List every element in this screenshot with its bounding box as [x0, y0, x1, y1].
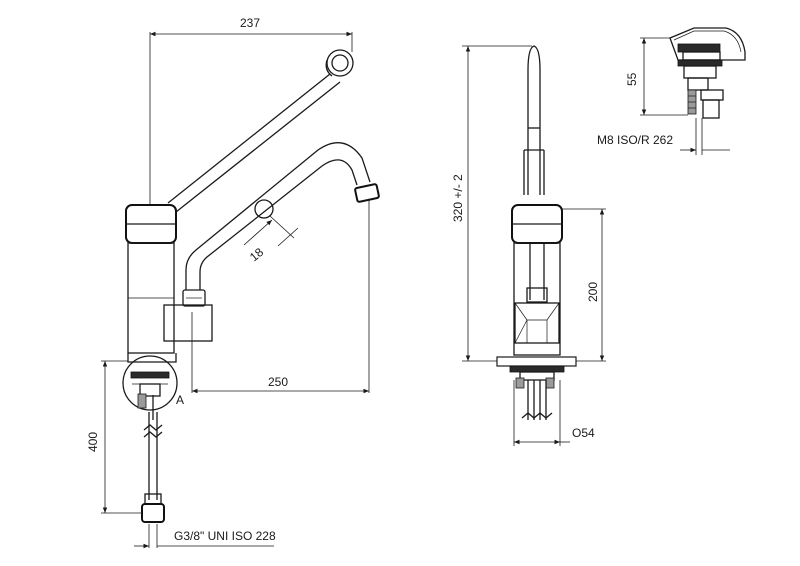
detail-circle: [122, 355, 178, 420]
front-view: 320 +/- 2 200 O54: [451, 45, 606, 446]
fixing-assembly: [669, 27, 746, 119]
dimension-hose-thread: G3/8" UNI ISO 228: [134, 524, 276, 549]
dimension-label: 55: [625, 72, 639, 86]
spout: [182, 142, 380, 307]
side-view: A 237 18 250: [86, 16, 380, 549]
dimension-label: 250: [268, 375, 288, 389]
dimension-lever-reach: 237: [149, 16, 353, 205]
dimension-label: 237: [240, 16, 260, 30]
dimension-hose-length: 400: [86, 360, 142, 514]
dimension-label: 320 +/- 2: [451, 174, 465, 222]
tap-body: [125, 204, 213, 363]
dimension-fixing-thread: M8 ISO/R 262: [597, 118, 730, 155]
dimension-fixing-height: 55: [625, 37, 688, 116]
dimension-label: 18: [247, 245, 266, 265]
dimension-spout-diameter: 18: [243, 215, 299, 265]
body-front: [511, 204, 563, 356]
dimension-spout-reach: 250: [191, 200, 370, 394]
hose-thread-label: G3/8" UNI ISO 228: [174, 529, 276, 543]
dimension-body-height: 200: [562, 208, 606, 362]
detail-marker: A: [176, 393, 184, 407]
dimension-label: 400: [86, 432, 100, 452]
supply-hose: [141, 412, 165, 523]
base-front: [496, 356, 577, 420]
lever-handle: [167, 49, 354, 213]
detail-a-view: 55 M8 ISO/R 262: [597, 27, 746, 155]
dimension-total-height: 320 +/- 2: [451, 45, 532, 362]
lever-front: [523, 45, 545, 195]
dimension-label: O54: [572, 426, 595, 440]
dimension-base-diameter: O54: [513, 380, 595, 446]
fixing-thread-label: M8 ISO/R 262: [597, 133, 673, 147]
dimension-label: 200: [586, 282, 600, 302]
